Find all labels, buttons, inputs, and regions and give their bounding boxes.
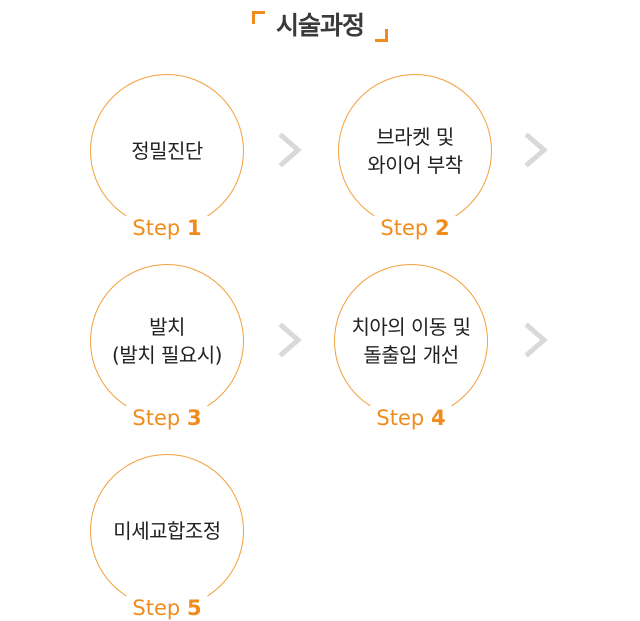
step-3-circle: 발치 (발치 필요시) Step 3 — [90, 264, 244, 431]
step-5-tag-prefix: Step — [132, 596, 181, 620]
open-bracket-icon — [251, 11, 265, 24]
step-4-tag-prefix: Step — [376, 406, 425, 430]
step-4-circle: 치아의 이동 및 돌출입 개선 Step 4 — [334, 264, 488, 431]
step-4-label: 치아의 이동 및 돌출입 개선 — [351, 315, 471, 367]
page-title-text: 시술과정 — [275, 11, 365, 40]
chevron-right-icon — [278, 132, 302, 168]
chevron-right-icon — [524, 322, 548, 358]
step-3-tag-prefix: Step — [132, 406, 181, 430]
step-1-circle: 정밀진단 Step 1 — [90, 74, 244, 241]
step-2-label: 브라켓 및 와이어 부착 — [367, 125, 463, 177]
step-3-label: 발치 (발치 필요시) — [112, 315, 222, 367]
step-3-number: 3 — [186, 406, 202, 430]
step-1-label: 정밀진단 — [131, 139, 203, 163]
chevron-right-icon — [524, 132, 548, 168]
step-5-number: 5 — [186, 596, 202, 620]
step-5-label: 미세교합조정 — [113, 519, 221, 543]
step-1-number: 1 — [186, 216, 202, 240]
step-2-tag: Step 2 — [374, 215, 456, 241]
page-title: 시술과정 — [250, 6, 390, 46]
step-3-tag: Step 3 — [126, 405, 208, 431]
step-4-tag: Step 4 — [370, 405, 452, 431]
page-header: 시술과정 — [0, 6, 640, 46]
step-1-tag: Step 1 — [126, 215, 208, 241]
chevron-right-icon — [278, 322, 302, 358]
step-5-circle: 미세교합조정 Step 5 — [90, 454, 244, 621]
step-2-circle: 브라켓 및 와이어 부착 Step 2 — [338, 74, 492, 241]
step-4-number: 4 — [430, 406, 446, 430]
step-2-number: 2 — [434, 216, 450, 240]
step-5-tag: Step 5 — [126, 595, 208, 621]
step-1-tag-prefix: Step — [132, 216, 181, 240]
step-2-tag-prefix: Step — [380, 216, 429, 240]
close-bracket-icon — [375, 29, 388, 42]
